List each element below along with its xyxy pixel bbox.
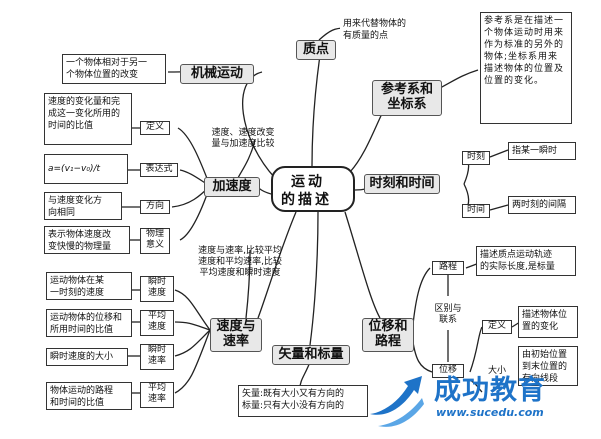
- avg-rate-text: 物体运动的路程 和时间的比值: [46, 382, 132, 410]
- relation-label: 区别与 联系: [434, 304, 462, 325]
- topic-acceleration: 加速度: [204, 177, 260, 197]
- time-moment-text: 指某一瞬时: [508, 142, 576, 160]
- avg-velocity-text: 运动物体的位移和 所用时间的比值: [46, 309, 132, 337]
- topic-mass-point: 质点: [296, 40, 336, 60]
- central-topic: 运动 的描述: [271, 166, 355, 212]
- inst-velocity-label: 瞬时 速度: [140, 276, 174, 302]
- accel-direction-label: 方向: [140, 200, 170, 214]
- accel-definition-label: 定义: [140, 121, 170, 135]
- topic-mechanical-motion: 机械运动: [180, 64, 254, 84]
- topic-vector-scalar: 矢量和标量: [272, 345, 350, 365]
- central-topic-line2: 的描述: [281, 192, 332, 208]
- displacement-magnitude-text: 由初始位置 到末位置的 有向线段: [518, 346, 578, 386]
- watermark-logo: 成功教育 www.sucedu.com: [364, 362, 601, 439]
- accel-direction-text: 与速度变化方 向相同: [44, 192, 122, 220]
- reference-frame-definition: 参考系是在描述一个物体运动时用来作为标准的另外的物体;坐标系用来描述物体的位置及…: [480, 12, 572, 124]
- displacement-def-text: 描述物体位 置的变化: [518, 306, 578, 338]
- accel-velocity-comparison: 速度、速度改变 量与加速度比较: [211, 128, 275, 149]
- path-label: 路程: [432, 261, 464, 275]
- inst-rate-label: 瞬时 速率: [140, 344, 174, 370]
- accel-formula-text: a=(v₁−v₀)/t: [44, 154, 128, 184]
- sucedu-logo-icon: [370, 376, 424, 427]
- displacement-def-label: 定义: [482, 320, 512, 334]
- inst-velocity-text: 运动物体在某 一时刻的速度: [46, 272, 132, 300]
- displacement-magnitude-label: 大小: [487, 366, 506, 376]
- accel-meaning-label: 物理 意义: [140, 228, 170, 254]
- topic-displacement-path: 位移和 路程: [362, 318, 414, 352]
- watermark-url: www.sucedu.com: [436, 406, 544, 419]
- topic-reference-frame: 参考系和 坐标系: [372, 80, 442, 116]
- topic-velocity-rate: 速度与 速率: [210, 318, 262, 352]
- mechanical-motion-definition: 一个物体相对于另一 个物体位置的改变: [62, 54, 166, 84]
- time-moment-label: 时刻: [462, 151, 490, 165]
- time-interval-text: 两时刻的间隔: [508, 196, 576, 214]
- inst-rate-text: 瞬时速度的大小: [46, 348, 128, 366]
- avg-velocity-label: 平均 速度: [140, 310, 174, 336]
- accel-formula-label: 表达式: [140, 163, 178, 177]
- watermark-title: 成功教育: [434, 375, 546, 406]
- speed-rate-comparison: 速度与速率,比较平均 速度和平均速率,比较 平均速度和瞬时速度: [198, 246, 282, 278]
- vector-scalar-text: 矢量:既有大小又有方向的 标量:只有大小没有方向的: [238, 385, 368, 417]
- path-text: 描述质点运动轨迹 的实际长度,是标量: [476, 246, 576, 276]
- time-interval-label: 时间: [462, 204, 490, 218]
- displacement-label: 位移: [432, 364, 464, 378]
- mass-point-definition: 用来代替物体的 有质量的点: [340, 16, 430, 46]
- accel-meaning-text: 表示物体速度改 变快慢的物理量: [44, 226, 130, 254]
- central-topic-line1: 运动: [291, 174, 325, 190]
- avg-rate-label: 平均 速率: [140, 382, 174, 408]
- accel-definition-text: 速度的变化量和完成这一变化所用的时间的比值: [44, 93, 132, 145]
- topic-time: 时刻和时间: [364, 174, 440, 194]
